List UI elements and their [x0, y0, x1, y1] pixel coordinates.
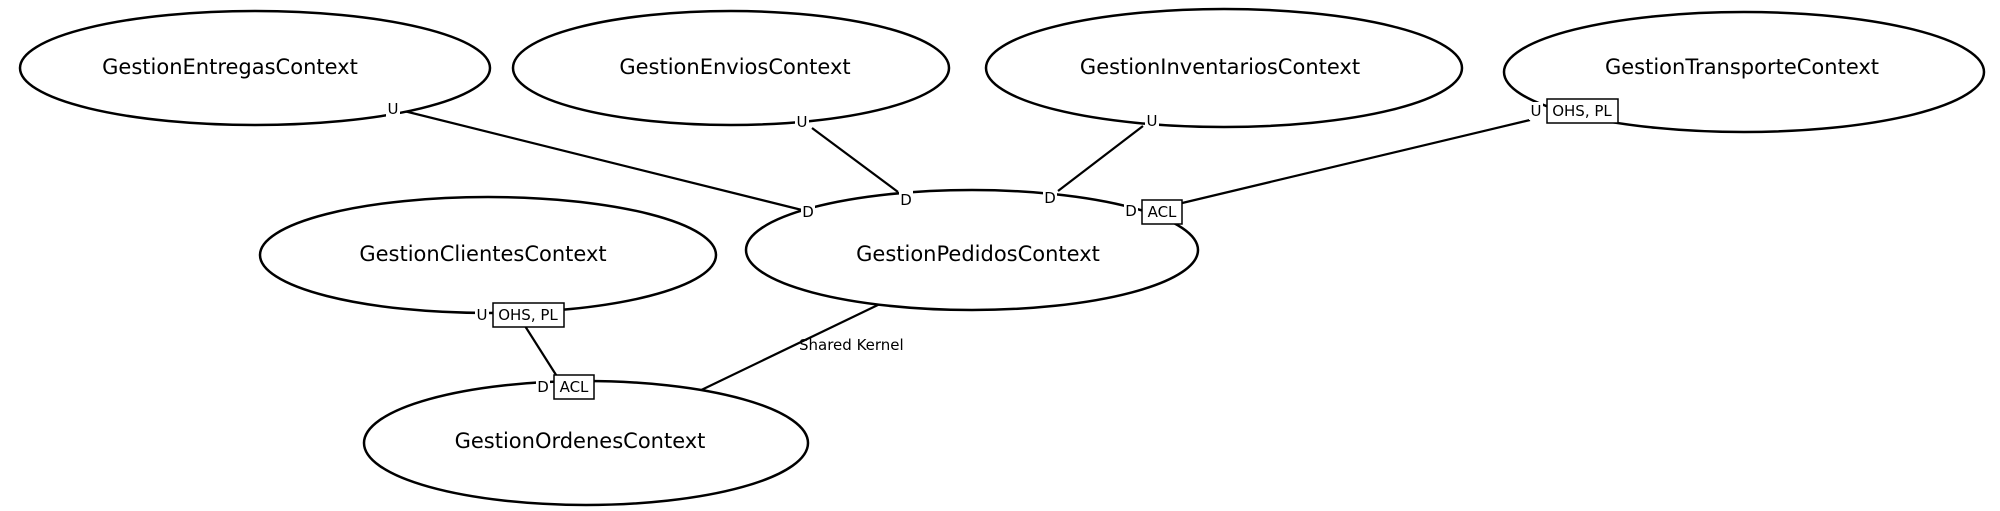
upstream-marker: U — [388, 100, 399, 118]
context-label: GestionEntregasContext — [102, 55, 358, 79]
shared-kernel-label: Shared Kernel — [799, 336, 904, 354]
role-downstream-transporte: D — [1124, 202, 1138, 220]
context-gestion-clientes[interactable]: GestionClientesContext — [258, 195, 718, 315]
upstream-marker: U — [797, 113, 808, 131]
role-upstream-inventarios: U — [1145, 112, 1159, 130]
context-gestion-inventarios[interactable]: GestionInventariosContext — [984, 7, 1464, 129]
line-clientes-ordenes — [524, 325, 559, 379]
context-ellipse — [511, 9, 951, 127]
line-pedidos-ordenes — [692, 302, 883, 395]
line-transporte-pedidos — [1177, 118, 1531, 206]
context-label: GestionOrdenesContext — [455, 429, 706, 453]
role-upstream-clientes: U — [475, 306, 489, 324]
line-envios-pedidos — [811, 127, 899, 193]
role-upstream-transporte: U — [1529, 102, 1543, 120]
role-upstream-envios: U — [795, 113, 809, 131]
context-label: GestionPedidosContext — [856, 242, 1100, 266]
context-ellipse — [744, 188, 1200, 312]
role-downstream-entregas: D — [801, 203, 815, 221]
context-label: GestionInventariosContext — [1080, 55, 1360, 79]
line-inventarios-pedidos — [1057, 125, 1144, 192]
relationship-lines — [399, 108, 1531, 395]
ohs-pl-pattern-label: OHS, PL — [1552, 102, 1612, 120]
pattern-downstream-ordenes: ACL — [553, 374, 595, 400]
role-downstream-ordenes: D — [536, 378, 550, 396]
line-entregas-pedidos — [399, 108, 811, 214]
downstream-marker: D — [900, 191, 912, 209]
upstream-marker: U — [1147, 112, 1158, 130]
pattern-upstream-clientes: OHS, PL — [492, 302, 565, 328]
downstream-marker: D — [802, 203, 814, 221]
context-gestion-pedidos[interactable]: GestionPedidosContext — [744, 188, 1200, 312]
pattern-downstream-transporte: ACL — [1141, 199, 1183, 225]
context-ellipse — [1502, 10, 1986, 134]
acl-pattern-label: ACL — [560, 378, 589, 396]
acl-pattern-label: ACL — [1148, 203, 1177, 221]
context-gestion-envios[interactable]: GestionEnviosContext — [511, 9, 951, 127]
upstream-marker: U — [1531, 102, 1542, 120]
role-upstream-entregas: U — [386, 100, 400, 118]
upstream-marker: U — [477, 306, 488, 324]
role-downstream-envios: D — [899, 190, 913, 209]
context-ellipse — [984, 7, 1464, 129]
context-label: GestionClientesContext — [359, 242, 606, 266]
context-gestion-entregas[interactable]: GestionEntregasContext — [18, 9, 492, 127]
ohs-pl-pattern-label: OHS, PL — [498, 306, 558, 324]
context-label: GestionEnviosContext — [619, 55, 850, 79]
pattern-upstream-transporte: OHS, PL — [1546, 98, 1619, 124]
downstream-marker: D — [1125, 202, 1137, 220]
downstream-marker: D — [1044, 189, 1056, 207]
role-downstream-inventarios: D — [1043, 189, 1057, 207]
context-ellipse — [18, 9, 492, 127]
downstream-marker: D — [537, 378, 549, 396]
context-gestion-transporte[interactable]: GestionTransporteContext — [1502, 10, 1986, 134]
context-label: GestionTransporteContext — [1605, 55, 1879, 79]
